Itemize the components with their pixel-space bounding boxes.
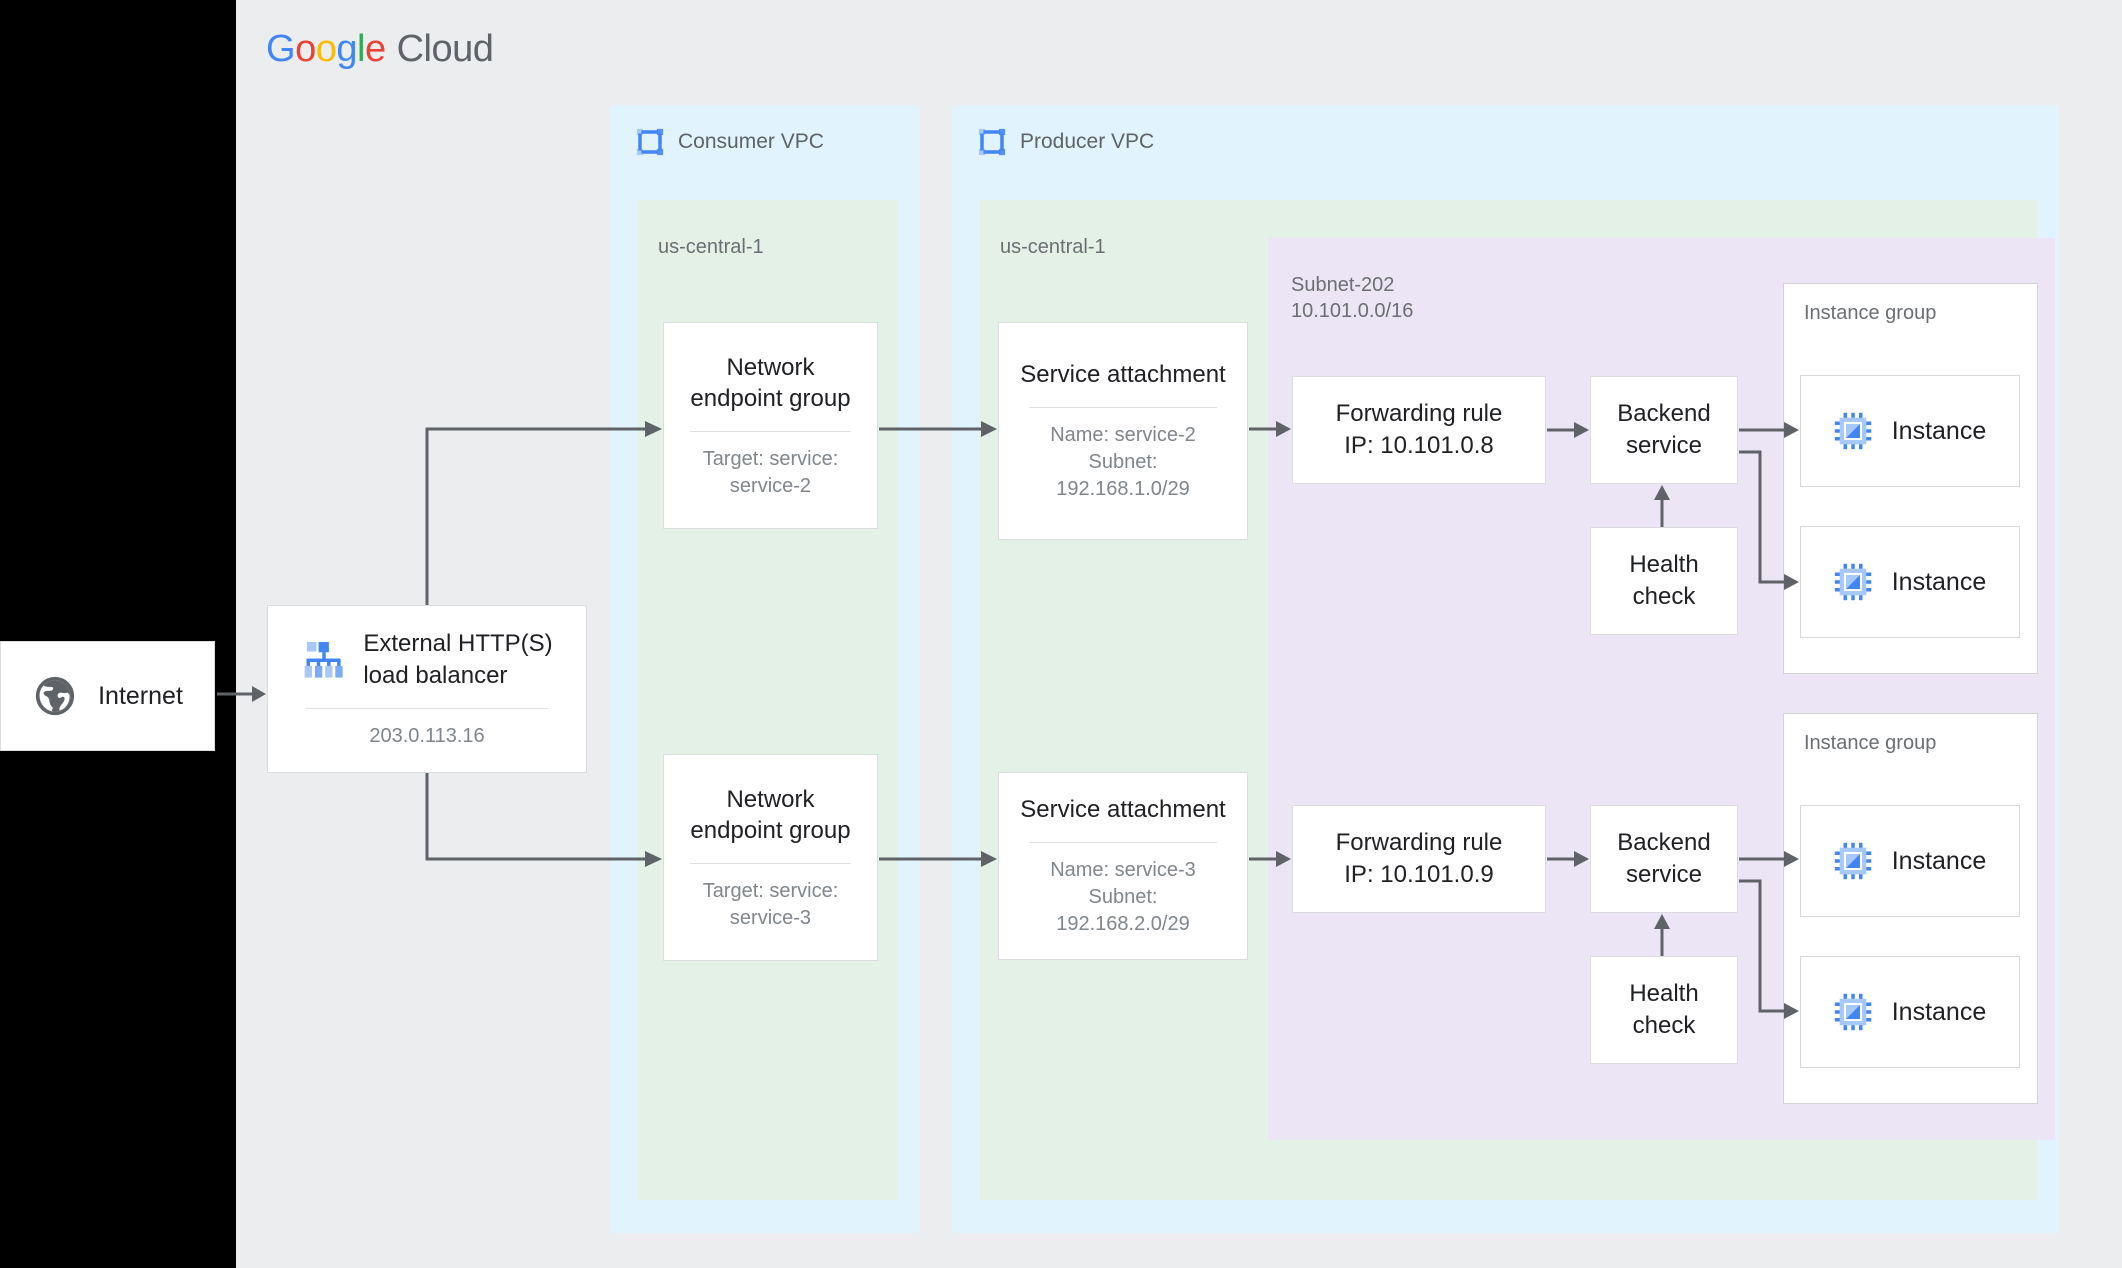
logo-letter-o2: o — [315, 28, 337, 70]
service-attachment-2[interactable]: Service attachment Name: service-3 Subne… — [998, 772, 1248, 960]
vm-instance-icon — [1834, 412, 1871, 450]
consumer-vpc-header: Consumer VPC — [635, 127, 824, 157]
load-balancer-divider — [306, 707, 548, 709]
forwarding-rule-1[interactable]: Forwarding rule IP: 10.101.0.8 — [1292, 376, 1546, 484]
neg-2-divider — [689, 862, 852, 864]
internet-node[interactable]: Internet — [0, 641, 215, 751]
health-check-1[interactable]: Health check — [1590, 527, 1738, 635]
instance-1-1[interactable]: Instance — [1800, 375, 2020, 487]
external-http-load-balancer[interactable]: External HTTP(S) load balancer 203.0.113… — [267, 605, 587, 773]
load-balancer-icon — [304, 642, 343, 678]
service-attachment-2-divider — [1028, 842, 1218, 844]
producer-vpc-label: Producer VPC — [1020, 130, 1155, 153]
logo-letter-G: G — [266, 28, 296, 70]
logo-letter-o1: o — [295, 28, 316, 70]
load-balancer-ip: 203.0.113.16 — [369, 724, 485, 747]
instance-1-1-label: Instance — [1891, 416, 1987, 445]
logo-letter-e: e — [364, 28, 386, 70]
neg-1-title: Network endpoint group — [690, 353, 851, 413]
network-endpoint-group-1[interactable]: Network endpoint group Target: service: … — [663, 322, 878, 529]
service-attachment-1[interactable]: Service attachment Name: service-2 Subne… — [998, 322, 1248, 540]
instance-2-1-label: Instance — [1891, 846, 1987, 875]
logo-letter-l: l — [356, 28, 365, 70]
instance-2-2[interactable]: Instance — [1800, 956, 2020, 1068]
consumer-vpc-label: Consumer VPC — [678, 130, 824, 153]
forwarding-rule-2[interactable]: Forwarding rule IP: 10.101.0.9 — [1292, 805, 1546, 913]
vpc-icon — [978, 128, 1006, 156]
instance-group-1-label: Instance group — [1804, 302, 1937, 324]
network-endpoint-group-2[interactable]: Network endpoint group Target: service: … — [663, 754, 878, 961]
backend-service-1[interactable]: Backend service — [1590, 376, 1738, 484]
logo-word-cloud: Cloud — [396, 28, 494, 70]
forwarding-rule-1-title: Forwarding rule IP: 10.101.0.8 — [1335, 400, 1503, 459]
service-attachment-1-details: Name: service-2 Subnet: 192.168.1.0/29 — [1050, 424, 1196, 500]
neg-1-target: Target: service: service-2 — [702, 447, 839, 497]
service-attachment-1-divider — [1028, 407, 1218, 409]
instance-1-2[interactable]: Instance — [1800, 526, 2020, 638]
consumer-region-label: us-central-1 — [658, 236, 764, 258]
vm-instance-icon — [1834, 842, 1871, 880]
vm-instance-icon — [1834, 993, 1871, 1031]
vm-instance-icon — [1834, 563, 1871, 601]
instance-group-2-label: Instance group — [1804, 732, 1937, 754]
load-balancer-title: External HTTP(S) load balancer — [363, 630, 553, 690]
backend-service-1-title: Backend service — [1617, 400, 1711, 459]
producer-vpc-header: Producer VPC — [977, 127, 1154, 157]
service-attachment-2-title: Service attachment — [1020, 796, 1226, 824]
globe-icon — [35, 676, 75, 716]
service-attachment-2-details: Name: service-3 Subnet: 192.168.2.0/29 — [1050, 859, 1196, 935]
logo-letter-g: g — [336, 28, 357, 70]
backend-service-2-title: Backend service — [1617, 829, 1711, 888]
producer-region-label: us-central-1 — [1000, 236, 1106, 258]
neg-2-target: Target: service: service-3 — [702, 879, 839, 929]
health-check-2[interactable]: Health check — [1590, 956, 1738, 1064]
subnet-202-label: Subnet-202 10.101.0.0/16 — [1291, 274, 1414, 323]
internet-label: Internet — [98, 681, 183, 710]
neg-2-title: Network endpoint group — [690, 785, 851, 845]
health-check-2-title: Health check — [1629, 980, 1699, 1039]
backend-service-2[interactable]: Backend service — [1590, 805, 1738, 913]
instance-2-2-label: Instance — [1891, 997, 1987, 1026]
instance-2-1[interactable]: Instance — [1800, 805, 2020, 917]
service-attachment-1-title: Service attachment — [1020, 361, 1226, 389]
vpc-icon — [636, 128, 664, 156]
instance-1-2-label: Instance — [1891, 567, 1987, 596]
neg-1-divider — [689, 430, 852, 432]
health-check-1-title: Health check — [1629, 551, 1699, 610]
forwarding-rule-2-title: Forwarding rule IP: 10.101.0.9 — [1335, 829, 1503, 888]
